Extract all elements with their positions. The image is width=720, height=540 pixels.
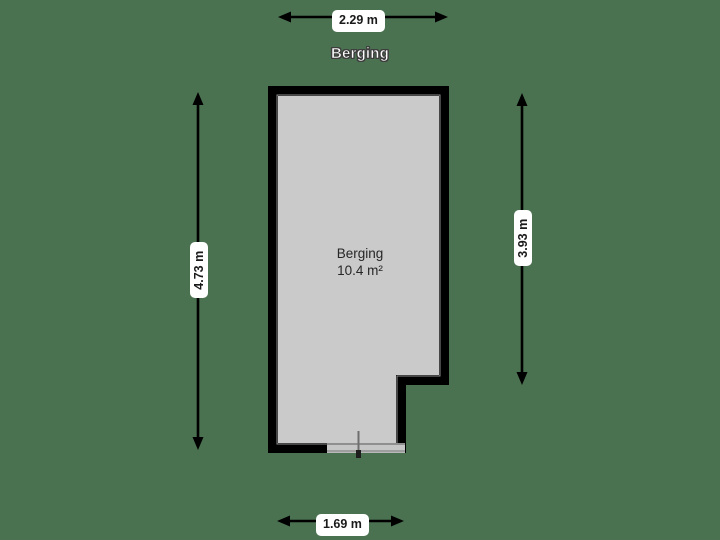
room-area: 10.4 m² (337, 262, 383, 278)
plan-title: Berging (330, 45, 390, 63)
dimension-label-right-text: 3.93 m (515, 218, 530, 258)
dimension-label-left: 4.73 m (190, 242, 208, 298)
dimension-label-top: 2.29 m (332, 10, 385, 32)
room-floor (278, 96, 439, 443)
door-opening (327, 443, 405, 453)
room-label: Berging 10.4 m² (285, 246, 435, 279)
wall-inner-highlight (276, 94, 441, 445)
dimension-label-bottom: 1.69 m (316, 514, 369, 536)
door-swing-marker (356, 431, 361, 458)
dimension-label-left-text: 4.73 m (191, 250, 206, 290)
room-name: Berging (336, 246, 384, 261)
dimension-label-right: 3.93 m (514, 210, 532, 266)
